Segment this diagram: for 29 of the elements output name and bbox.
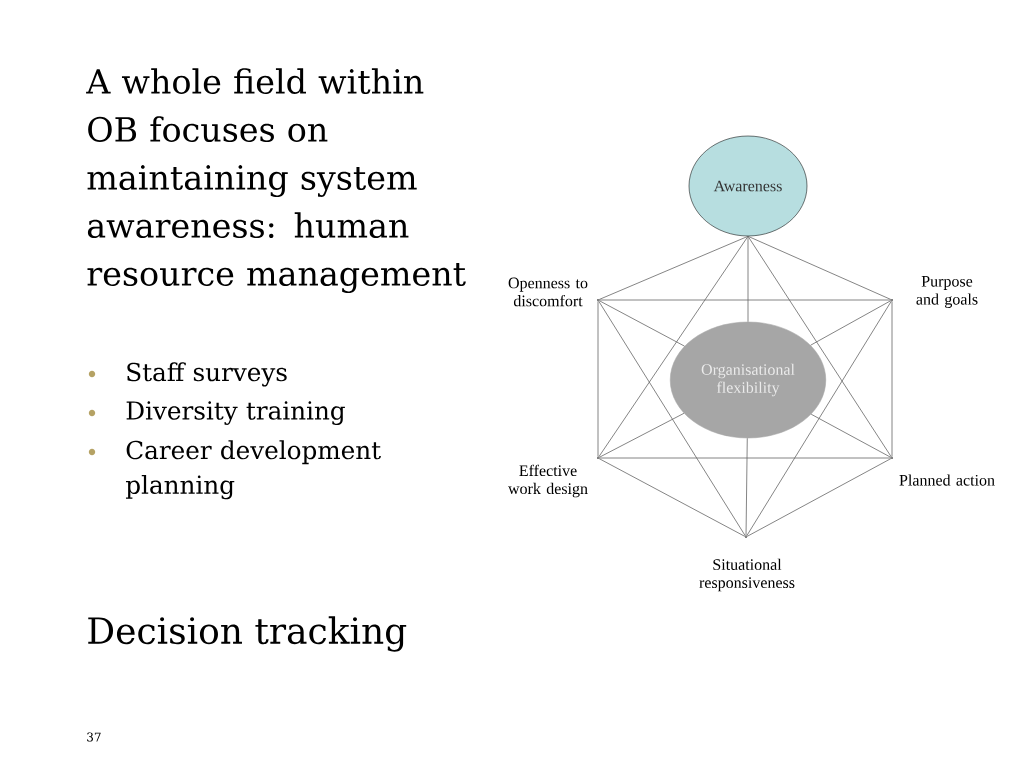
vertex-label: Openness to discomfort [508,277,588,307]
connector-line [598,235,749,458]
connector-line [598,300,746,537]
bullet-text: Diversity training [126,401,345,425]
slide-title: A whole field within OB focuses on maintaining system awareness: human resource management [86,68,466,293]
page-number: 37 [87,732,101,742]
connector-line [598,412,685,458]
connector-line [810,300,892,346]
vertex-label: Planned action [899,474,995,486]
connector-line [746,300,892,537]
connector-line [745,437,748,537]
vertex-label: Effective work design [508,464,588,498]
connector-line [891,300,893,458]
connector-line [597,300,599,458]
connector-line [747,235,749,323]
connector-line [747,235,892,300]
connector-line [598,300,685,347]
connector-line [747,235,892,458]
bullet-text: Career development planning [126,440,381,500]
bullet-text: Staff surveys [127,362,287,387]
connector-line [598,457,892,459]
connector-line [746,458,892,537]
connector-line [598,458,746,537]
connector-line [598,299,892,301]
connector-line [598,235,749,300]
vertex-label: Situational responsiveness [699,558,795,592]
connector-line [810,413,892,458]
heading: Decision tracking [88,616,407,652]
vertex-label: Purpose and goals [916,276,978,308]
